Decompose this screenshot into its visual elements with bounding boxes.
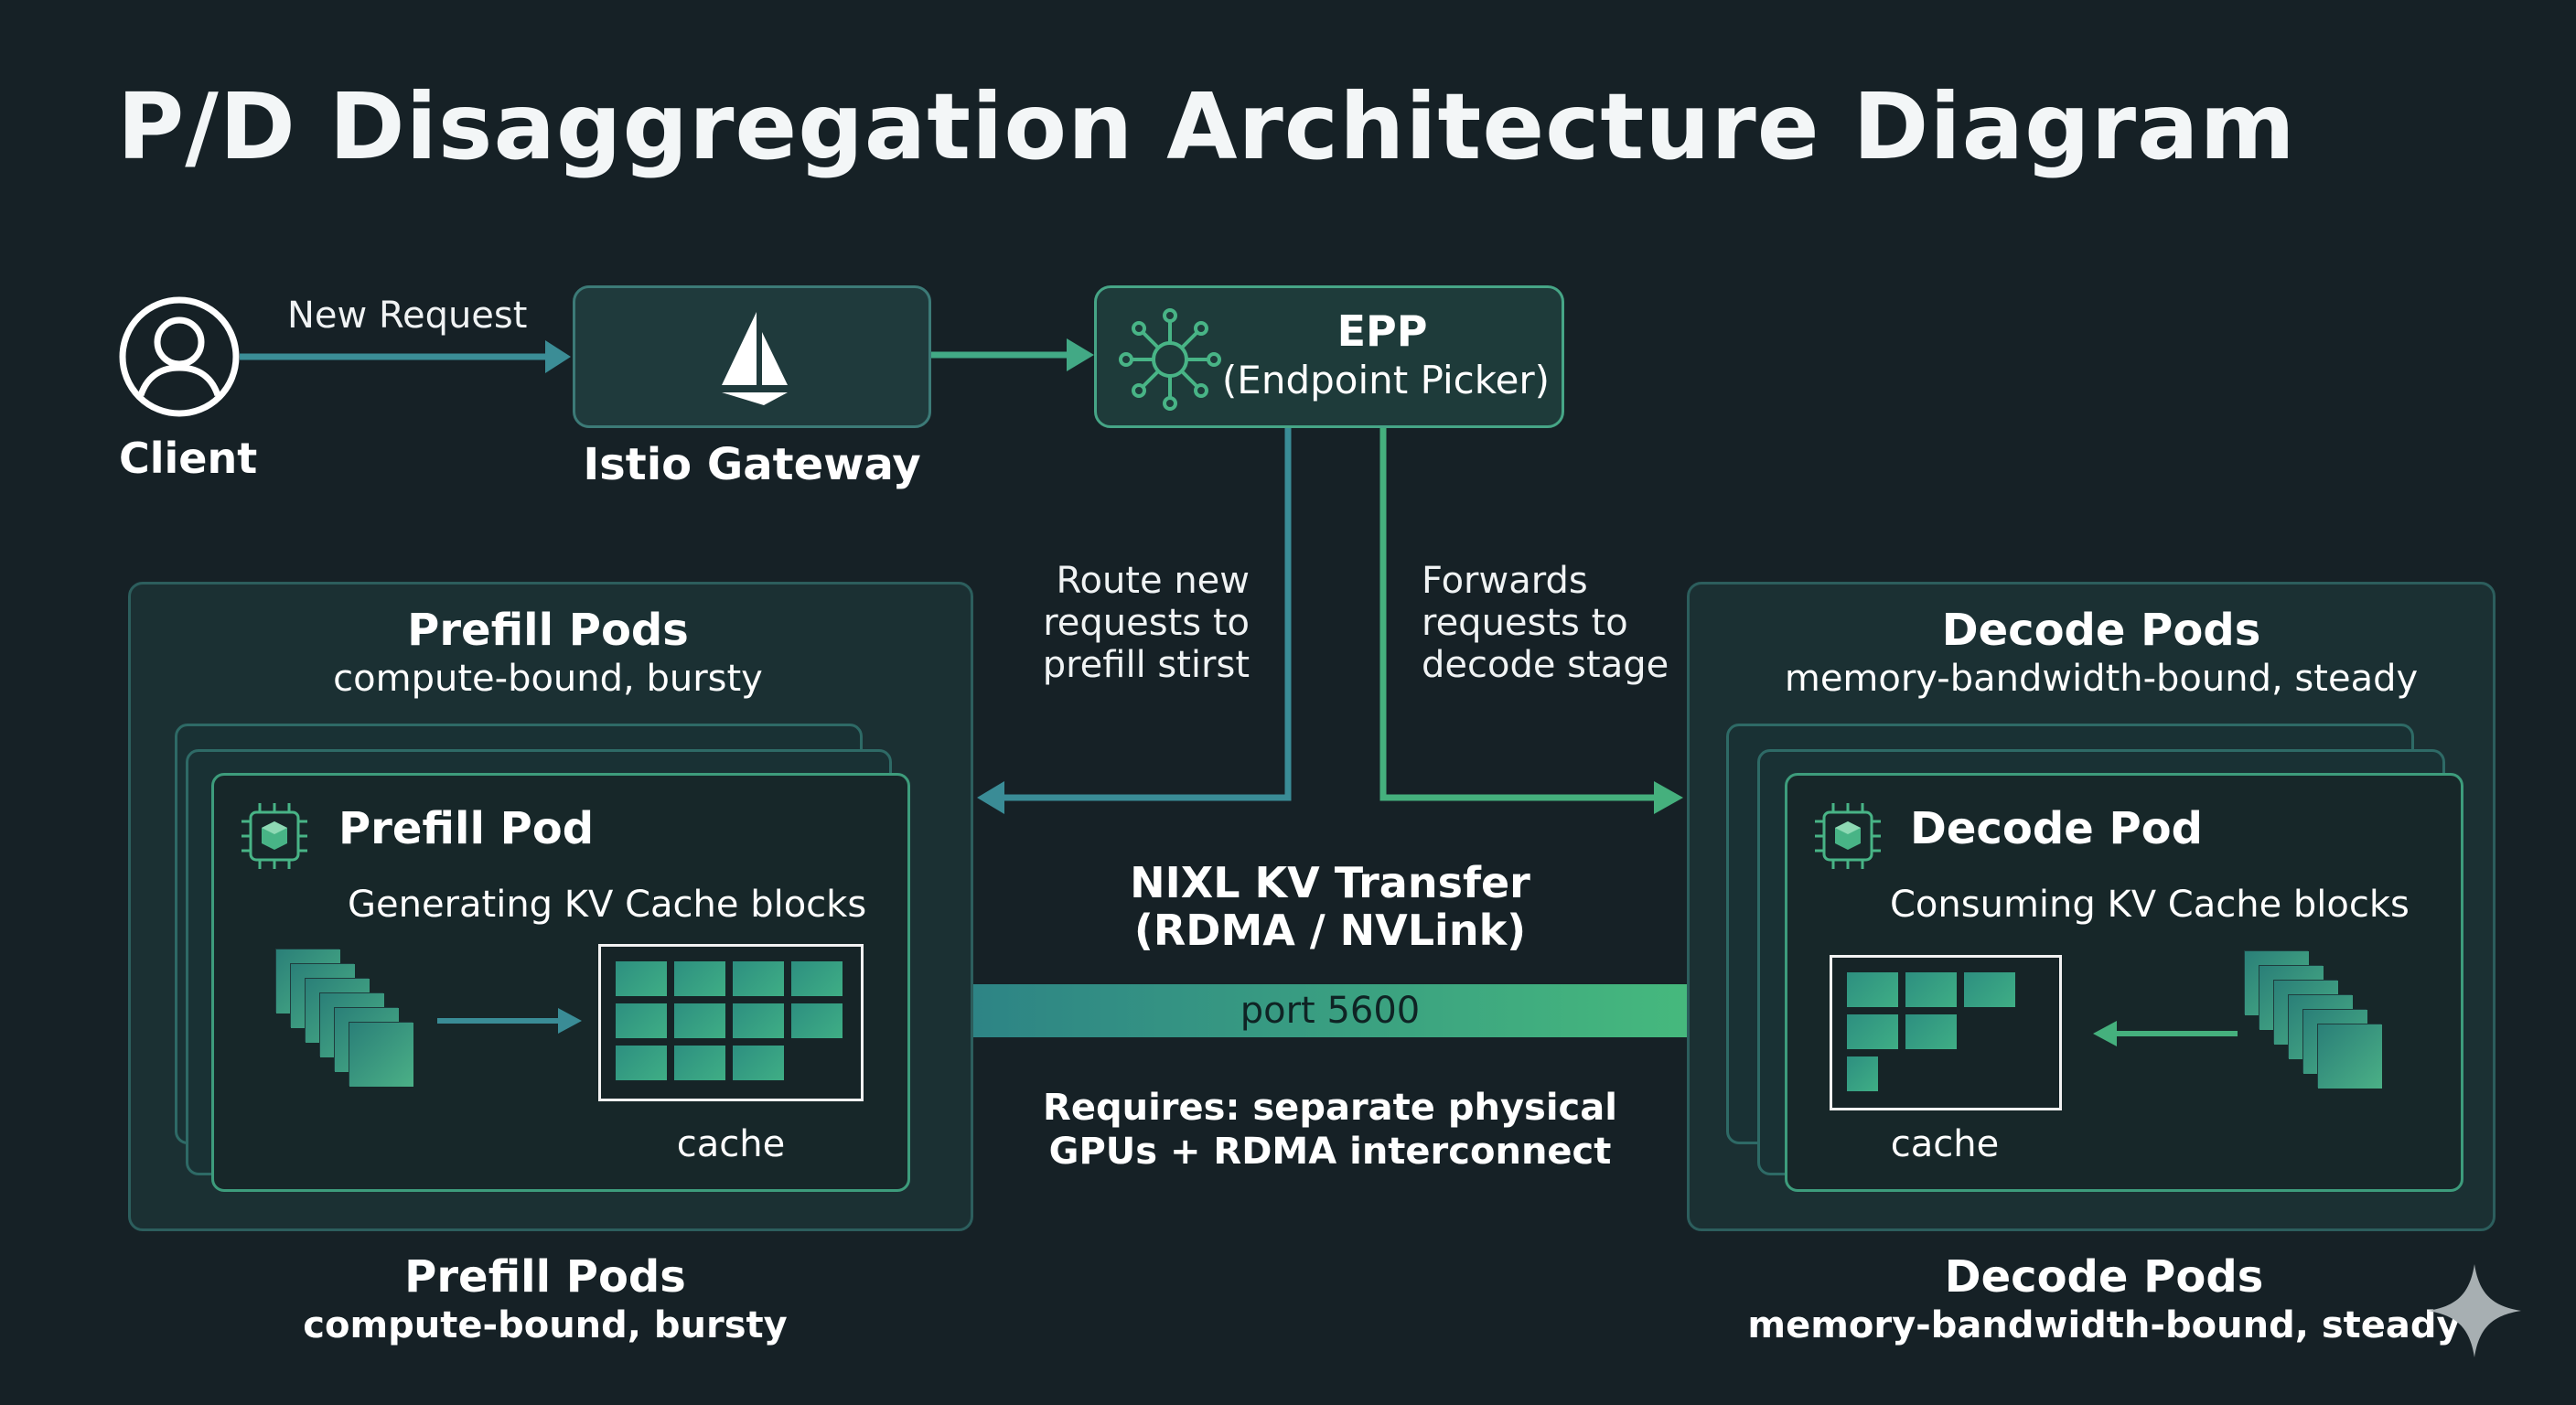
route-text: Route new requests to prefill stirst — [988, 560, 1250, 686]
transfer-title: NIXL KV Transfer — [1130, 858, 1530, 907]
chip-cube-icon — [242, 803, 307, 869]
decode-cache-box — [1830, 955, 2062, 1110]
epp-title: EPP — [1336, 306, 1428, 356]
client-node[interactable]: Client — [117, 295, 257, 487]
decode-cache-label: cache — [1890, 1123, 2000, 1165]
prefill-pod-card[interactable]: Prefill Pod Generating KV Cache blocks — [211, 773, 910, 1192]
client-label: Client — [119, 434, 258, 483]
arrow-epp-to-prefill — [977, 428, 1292, 814]
decode-pods-panel: Decode Pods memory-bandwidth-bound, stea… — [1687, 582, 2496, 1231]
prefill-panel-subtitle: compute-bound, bursty — [333, 658, 763, 700]
kv-transfer-arrow — [906, 962, 1786, 1059]
user-icon — [119, 296, 240, 417]
decode-kv-blocks — [2245, 951, 2410, 1116]
istio-gateway-label: Istio Gateway — [583, 439, 921, 490]
decode-footer-subtitle: memory-bandwidth-bound, steady — [1747, 1304, 2461, 1346]
decode-footer-title: Decode Pods — [1944, 1251, 2264, 1303]
page-title: P/D Disaggregation Architecture Diagram — [117, 73, 2296, 180]
forward-line-2: requests to — [1422, 602, 1628, 644]
decode-panel-title: Decode Pods — [1941, 605, 2261, 656]
transfer-port: port 5600 — [1240, 990, 1421, 1032]
epp-box[interactable]: EPP (Endpoint Picker) — [1094, 285, 1564, 428]
chip-cube-icon — [1815, 803, 1881, 869]
prefill-cache-box — [598, 944, 864, 1101]
route-line-1: Route new — [1056, 560, 1250, 602]
istio-sail-icon — [722, 312, 788, 405]
transfer-subtitle: (RDMA / NVLink) — [1133, 906, 1527, 955]
forward-line-1: Forwards — [1422, 560, 1588, 602]
transfer-requirement-2: GPUs + RDMA interconnect — [1048, 1131, 1612, 1173]
decode-pod-card[interactable]: Decode Pod Consuming KV Cache blocks cac… — [1785, 773, 2463, 1192]
forward-line-3: decode stage — [1422, 644, 1669, 686]
arrow-epp-to-decode — [1379, 428, 1683, 814]
new-request-label: New Request — [287, 295, 528, 337]
hub-network-icon — [1119, 308, 1221, 411]
prefill-panel-title: Prefill Pods — [407, 605, 689, 656]
prefill-kv-blocks — [276, 949, 441, 1114]
epp-subtitle: (Endpoint Picker) — [1221, 358, 1551, 402]
forward-text: Forwards requests to decode stage — [1422, 560, 1696, 686]
arrow-gateway-to-epp — [931, 338, 1094, 371]
decode-panel-subtitle: memory-bandwidth-bound, steady — [1784, 658, 2419, 700]
prefill-pods-panel: Prefill Pods compute-bound, bursty Prefi… — [128, 582, 973, 1231]
prefill-inner-arrow — [437, 1008, 582, 1034]
prefill-footer-title: Prefill Pods — [404, 1251, 686, 1303]
istio-gateway-box[interactable] — [573, 285, 931, 428]
decode-pod-desc: Consuming KV Cache blocks — [1890, 884, 2410, 926]
decode-pod-title: Decode Pod — [1910, 803, 2203, 854]
prefill-footer-subtitle: compute-bound, bursty — [303, 1304, 788, 1346]
arrow-client-to-gateway — [240, 340, 571, 373]
prefill-cache-label: cache — [676, 1123, 786, 1165]
transfer-requirement-1: Requires: separate physical — [1043, 1087, 1617, 1129]
sparkle-star-icon — [2428, 1264, 2521, 1357]
prefill-pod-desc: Generating KV Cache blocks — [348, 884, 867, 926]
decode-inner-arrow — [2093, 1021, 2238, 1046]
prefill-pod-title: Prefill Pod — [338, 803, 595, 854]
route-line-3: prefill stirst — [1042, 644, 1250, 686]
route-line-2: requests to — [1043, 602, 1250, 644]
